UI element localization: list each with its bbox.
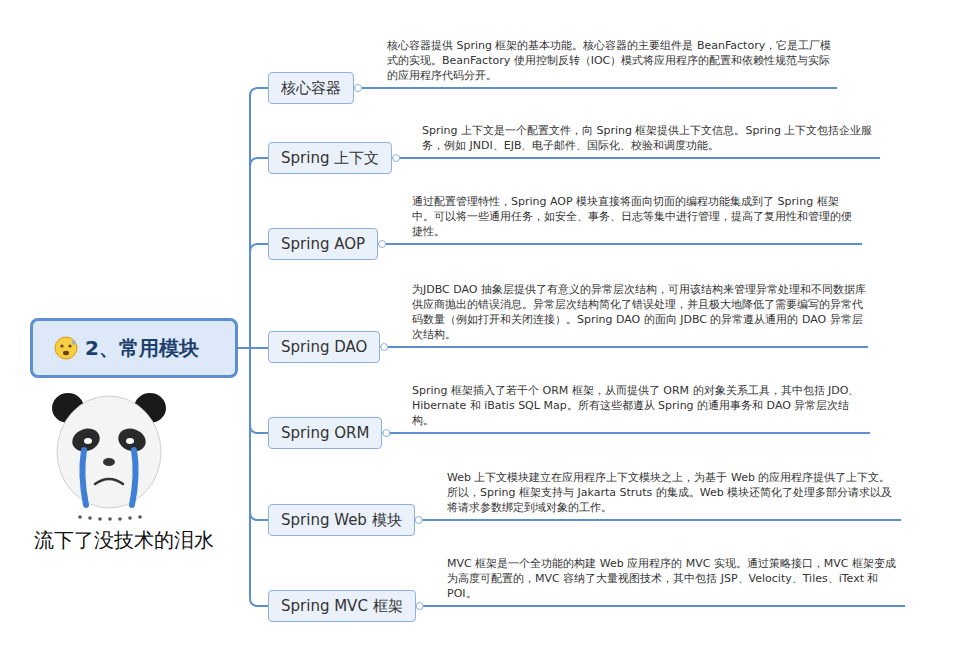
- note-text: 为JDBC DAO 抽象层提供了有意义的异常层次结构，可用该结构来管理异常处理和…: [412, 282, 866, 342]
- note-text: Spring 框架插入了若干个 ORM 框架，从而提供了 ORM 的对象关系工具…: [412, 383, 868, 428]
- note-topic: 通过配置管理特性，Spring AOP 模块直接将面向切面的编程功能集成到了 S…: [410, 194, 862, 245]
- topic-box: Spring Web 模块: [268, 504, 415, 536]
- collapse-dot: [379, 241, 386, 248]
- topic-label: Spring 上下文: [281, 149, 379, 168]
- topic-label: Spring Web 模块: [281, 511, 402, 530]
- topic-label: Spring MVC 框架: [281, 597, 403, 616]
- meme-caption: 流下了没技术的泪水: [34, 527, 214, 554]
- collapse-dot: [355, 85, 362, 92]
- note-text: Spring 上下文是一个配置文件，向 Spring 框架提供上下文信息。Spr…: [422, 123, 878, 153]
- collapse-dot: [393, 155, 400, 162]
- collapse-dot: [416, 603, 423, 610]
- note-text: MVC 框架是一个全功能的构建 Web 应用程序的 MVC 实现。通过策略接口，…: [447, 556, 903, 601]
- note-text: 通过配置管理特性，Spring AOP 模块直接将面向切面的编程功能集成到了 S…: [412, 194, 860, 239]
- topic-box: Spring AOP: [268, 228, 378, 260]
- branch-line: [238, 88, 268, 348]
- note-topic: 为JDBC DAO 抽象层提供了有意义的异常层次结构，可用该结构来管理异常处理和…: [410, 282, 868, 348]
- note-text: 核心容器提供 Spring 框架的基本功能。核心容器的主要组件是 BeanFac…: [387, 38, 835, 83]
- note-topic: 核心容器提供 Spring 框架的基本功能。核心容器的主要组件是 BeanFac…: [385, 38, 837, 89]
- note-topic: Spring 上下文是一个配置文件，向 Spring 框架提供上下文信息。Spr…: [420, 123, 880, 159]
- collapse-dot: [415, 517, 422, 524]
- branch-line: [238, 348, 268, 520]
- topic-box: 核心容器: [268, 72, 354, 104]
- topic-label: 2、常用模块: [85, 335, 199, 362]
- branch-line: [238, 348, 268, 606]
- topic-label: Spring ORM: [281, 424, 369, 442]
- topic-box: Spring 上下文: [268, 142, 392, 174]
- central-topic: 2、常用模块: [30, 318, 238, 378]
- topic-label: Spring AOP: [281, 235, 365, 253]
- note-topic: Web 上下文模块建立在应用程序上下文模块之上，为基于 Web 的应用程序提供了…: [445, 470, 901, 521]
- branch-line: [238, 158, 268, 348]
- collapse-dot: [383, 430, 390, 437]
- panda-face: [52, 393, 166, 521]
- note-text: Web 上下文模块建立在应用程序上下文模块之上，为基于 Web 的应用程序提供了…: [447, 470, 899, 515]
- branch-line: [238, 348, 268, 433]
- topic-box: Spring DAO: [268, 331, 380, 363]
- note-topic: MVC 框架是一个全功能的构建 Web 应用程序的 MVC 实现。通过策略接口，…: [445, 556, 905, 607]
- topic-box: Spring MVC 框架: [268, 590, 416, 622]
- topic-box: Spring ORM: [268, 417, 382, 449]
- sweat-emoji: [53, 335, 79, 361]
- collapse-dot: [381, 344, 388, 351]
- topic-label: Spring DAO: [281, 338, 367, 356]
- branch-line: [238, 244, 268, 348]
- topic-label: 核心容器: [281, 79, 341, 98]
- note-topic: Spring 框架插入了若干个 ORM 框架，从而提供了 ORM 的对象关系工具…: [410, 383, 870, 434]
